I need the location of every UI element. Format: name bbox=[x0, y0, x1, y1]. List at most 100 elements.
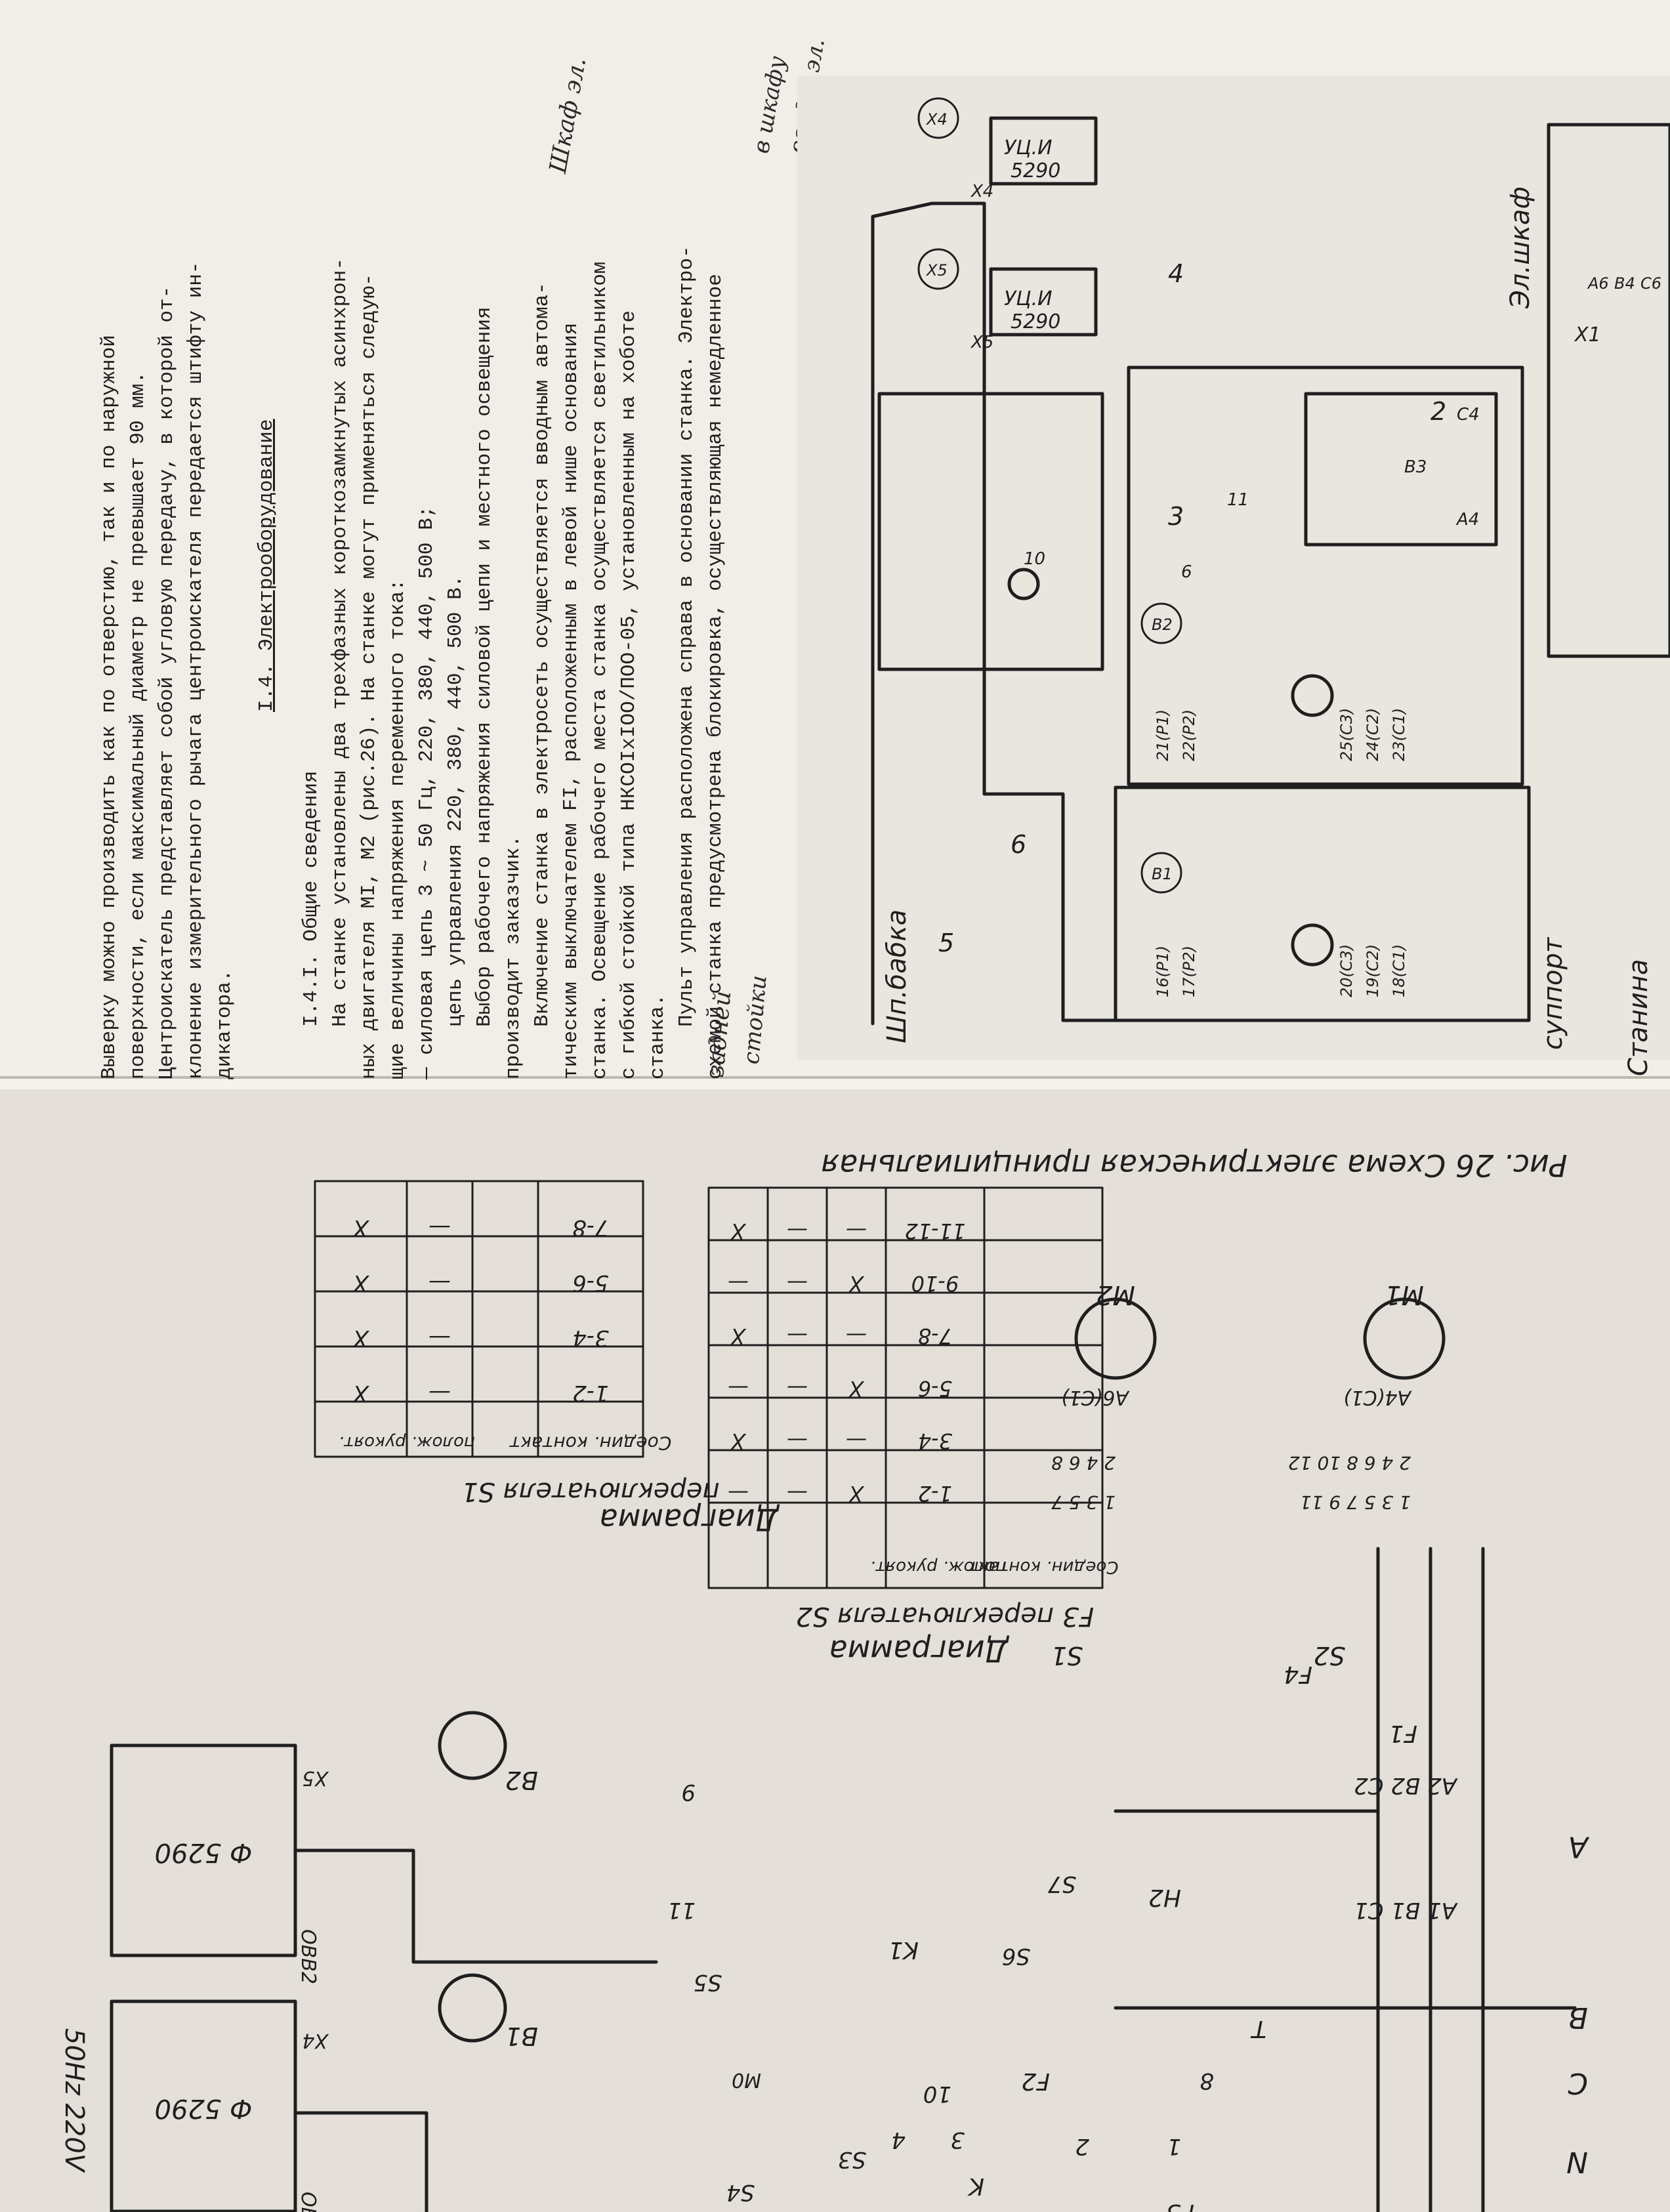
f3-label: F3 bbox=[1165, 2199, 1194, 2212]
lamp-symbol bbox=[1007, 568, 1040, 600]
s2-row6-contact: 11-12 bbox=[905, 1219, 966, 1243]
wiring-layout-diagram: УЦ.И 5290 УЦ.И 5290 X4 X5 B1 B2 X4 X5 Шп… bbox=[797, 75, 1670, 1076]
carriage-box bbox=[1114, 785, 1531, 1022]
f2-label: F2 bbox=[1021, 2068, 1050, 2095]
s1-row2-i: — bbox=[428, 1270, 451, 1296]
indicator-1-line1: УЦ.И bbox=[1004, 136, 1053, 159]
s4-label: S4 bbox=[726, 2179, 755, 2205]
s2-row3-0: — bbox=[787, 1376, 808, 1401]
s2-row4-0: — bbox=[787, 1324, 808, 1348]
s2-row1-ii: — bbox=[728, 1481, 749, 1506]
x1-label: X1 bbox=[1574, 323, 1601, 346]
s2-row6-ii: X bbox=[730, 1219, 747, 1243]
h2-label: H2 bbox=[1148, 1884, 1181, 1911]
diagram-paper bbox=[797, 75, 1670, 1060]
s2-row2-contact: 3-4 bbox=[918, 1429, 952, 1453]
s2-title-1: Диаграмма bbox=[829, 1633, 1009, 1669]
s1-row2-ii: X bbox=[353, 1270, 370, 1296]
pin-b4: B4 bbox=[1614, 274, 1635, 293]
indicator-label-1: Ф 5290 bbox=[155, 2093, 253, 2123]
s2-row1-i: X bbox=[848, 1481, 865, 1506]
terminal-6-label: 6 bbox=[1181, 562, 1192, 582]
table-s2 bbox=[707, 1186, 1104, 1589]
supply-label: 50Hz 220V bbox=[59, 2028, 89, 2173]
motor-b1-symbol bbox=[1291, 923, 1334, 967]
s2-label: S2 bbox=[1314, 1641, 1345, 1670]
indicator-box-2 bbox=[989, 267, 1098, 337]
cable-loop-left bbox=[871, 201, 1117, 1026]
ovb1-label: OBB1 bbox=[297, 2192, 320, 2212]
coil-b2-22: 22(P2) bbox=[1180, 709, 1198, 761]
lower-page: Рис. 26 Схема электрическая принципиальн… bbox=[0, 1089, 1670, 2212]
indicator-2-line1: УЦ.И bbox=[1004, 287, 1053, 310]
t-label: T bbox=[1250, 2015, 1266, 2042]
s2-row1-contact: 1-2 bbox=[918, 1481, 952, 1506]
s1-top-label: 1 3 5 7 bbox=[1051, 1492, 1116, 1513]
coil-b1-16: 16(P1) bbox=[1154, 946, 1172, 997]
wire-2-label: 2 bbox=[1075, 2133, 1089, 2160]
indicator-box-1 bbox=[989, 116, 1098, 186]
s2-row2-ii: X bbox=[730, 1429, 747, 1453]
indicator-f5290-1 bbox=[110, 1999, 297, 2212]
f4-label: F4 bbox=[1284, 1661, 1312, 1688]
s2-row4-ii: X bbox=[730, 1324, 747, 1348]
s1-row3-ii: X bbox=[353, 1325, 370, 1351]
wire-11-label: 11 bbox=[667, 1897, 696, 1923]
wire-3-label: 3 bbox=[1168, 502, 1184, 531]
upper-page: Выверку можно производить как по отверст… bbox=[0, 0, 1670, 1079]
coil-b1-20: 20(C3) bbox=[1337, 944, 1356, 997]
badge-x5-circle bbox=[917, 248, 959, 290]
s2-row2-0: — bbox=[787, 1429, 808, 1453]
contacts-a1-label: A1 B1 C1 bbox=[1354, 1897, 1458, 1923]
badge-b2-circle bbox=[1140, 602, 1182, 644]
wire-4-label: 4 bbox=[1168, 259, 1184, 288]
s6-label: S6 bbox=[1002, 1943, 1030, 1969]
pin-a6: A6 bbox=[1587, 274, 1609, 293]
s2-header-mid: полож. рукоят. bbox=[870, 1557, 1007, 1577]
s1-row1-contact: 7-8 bbox=[572, 1215, 609, 1241]
s1-row4-ii: X bbox=[353, 1380, 370, 1406]
indicator-2-line2: 5290 bbox=[1011, 310, 1060, 333]
coil-b2-25: 25(C3) bbox=[1337, 708, 1356, 761]
wire-2-label: 2 bbox=[1430, 397, 1446, 426]
s2-top-label: 1 3 5 7 9 11 bbox=[1300, 1492, 1411, 1513]
x4-label: X4 bbox=[970, 182, 993, 201]
terminal-10-label: 10 bbox=[1024, 549, 1045, 569]
s2-title-2: F3 переключателя S2 bbox=[796, 1601, 1095, 1631]
coil-b1-19: 19(C2) bbox=[1364, 944, 1382, 997]
k-label: K bbox=[967, 2173, 984, 2200]
s1-row4-i: — bbox=[428, 1380, 451, 1406]
x5-label: X5 bbox=[302, 1766, 329, 1789]
wire-9-label: 9 bbox=[681, 1779, 696, 1805]
coil-b2-24: 24(C2) bbox=[1364, 708, 1382, 761]
x4-label: X4 bbox=[302, 2029, 329, 2052]
s1-bot-label: 2 4 6 8 bbox=[1051, 1452, 1116, 1474]
s2-row5-ii: — bbox=[728, 1271, 749, 1296]
s1-row2-contact: 5-6 bbox=[572, 1270, 609, 1296]
b1-symbol bbox=[438, 1973, 507, 2043]
s5-label: S5 bbox=[694, 1969, 722, 1995]
wire-3-label: 3 bbox=[950, 2127, 965, 2153]
phase-b: B bbox=[1568, 2001, 1588, 2034]
s1-title-2: переключателя S1 bbox=[461, 1476, 719, 1507]
schematic-diagram: Рис. 26 Схема электрическая принципиальн… bbox=[59, 1148, 1590, 2212]
s2-row5-contact: 9-10 bbox=[911, 1271, 959, 1296]
pin-a4: A4 bbox=[1455, 510, 1479, 530]
k1-label: K1 bbox=[888, 1936, 919, 1963]
terminal-11-label: 11 bbox=[1227, 490, 1249, 510]
wire-1-label: 1 bbox=[1167, 2133, 1181, 2160]
s1-header-mid: полож. рукоят. bbox=[339, 1432, 475, 1452]
s1-title-1: Диаграмма bbox=[599, 1502, 780, 1537]
pin-c6: C6 bbox=[1640, 274, 1661, 293]
s2-bot-label: 2 4 6 8 10 12 bbox=[1288, 1452, 1411, 1474]
s2-row5-0: — bbox=[787, 1271, 808, 1296]
f1-label: F1 bbox=[1388, 1720, 1417, 1747]
s2-row3-ii: — bbox=[728, 1376, 749, 1401]
s2-row3-contact: 5-6 bbox=[918, 1376, 952, 1401]
b2-symbol bbox=[438, 1711, 507, 1780]
s1-row1-ii: X bbox=[353, 1215, 370, 1241]
carriage-label: суппорт bbox=[1538, 936, 1568, 1050]
s2-row1-0: — bbox=[787, 1481, 808, 1506]
m1-symbol bbox=[1363, 1297, 1446, 1380]
badge-x4: X4 bbox=[925, 110, 948, 129]
